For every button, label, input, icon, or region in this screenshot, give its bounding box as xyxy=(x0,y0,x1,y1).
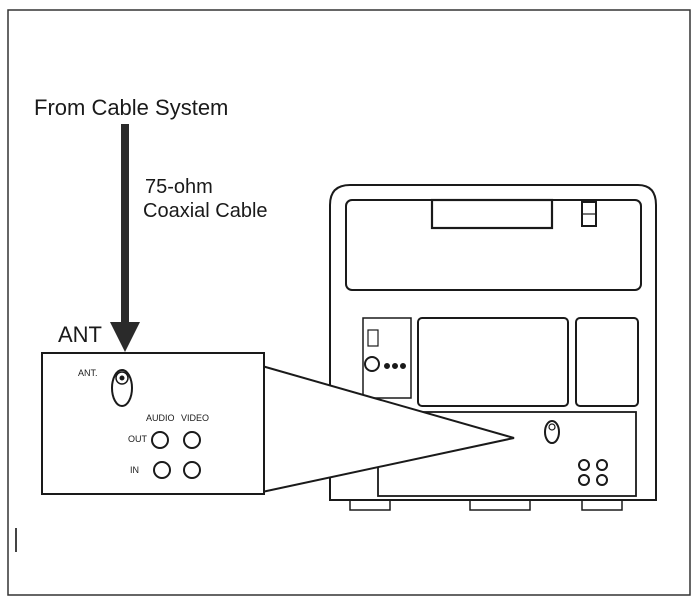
video-in-jack xyxy=(183,461,201,479)
outer-frame xyxy=(7,9,691,596)
audio-in-jack xyxy=(153,461,171,479)
vcr-side-switch xyxy=(367,329,379,347)
rca-jack-icon xyxy=(151,431,201,479)
down-arrow-icon xyxy=(110,124,140,352)
vcr-rca-jack-4 xyxy=(596,474,608,486)
audio-label: AUDIO xyxy=(146,413,175,423)
ant-small-label: ANT. xyxy=(78,368,98,378)
ant-label: ANT xyxy=(58,322,102,347)
vcr-panel-right xyxy=(575,317,639,407)
vcr-outer-shell xyxy=(329,184,657,501)
from-cable-system-label: From Cable System xyxy=(34,95,229,120)
out-label: OUT xyxy=(128,434,147,444)
vcr-foot-left xyxy=(349,499,391,511)
vcr-rca-jack-3 xyxy=(578,474,590,486)
vcr-display-window xyxy=(430,198,554,230)
in-label: IN xyxy=(130,465,139,475)
coaxial-cable-label: Coaxial Cable xyxy=(143,200,268,222)
vcr-unit xyxy=(329,184,657,511)
ant-jack-icon xyxy=(111,369,133,407)
vcr-rca-jack-2 xyxy=(596,459,608,471)
callout-wedge xyxy=(261,364,515,494)
vcr-panel-left xyxy=(417,317,569,407)
vcr-rear-ant-jack xyxy=(544,420,560,444)
vcr-rca-jack-1 xyxy=(578,459,590,471)
enlarged-panel xyxy=(41,352,265,495)
audio-out-jack xyxy=(151,431,169,449)
vcr-side-dot-2 xyxy=(392,363,398,369)
vcr-foot-mid xyxy=(469,499,531,511)
vcr-rear-ant-jack-core xyxy=(548,423,556,431)
vcr-side-dot-1 xyxy=(384,363,390,369)
vcr-side-dot-3 xyxy=(400,363,406,369)
video-label: VIDEO xyxy=(181,413,210,423)
vcr-side-panel xyxy=(362,317,412,399)
ohm-label: 75-ohm xyxy=(145,176,213,198)
vcr-side-jack xyxy=(364,356,380,372)
video-out-jack xyxy=(183,431,201,449)
vcr-foot-right xyxy=(581,499,623,511)
